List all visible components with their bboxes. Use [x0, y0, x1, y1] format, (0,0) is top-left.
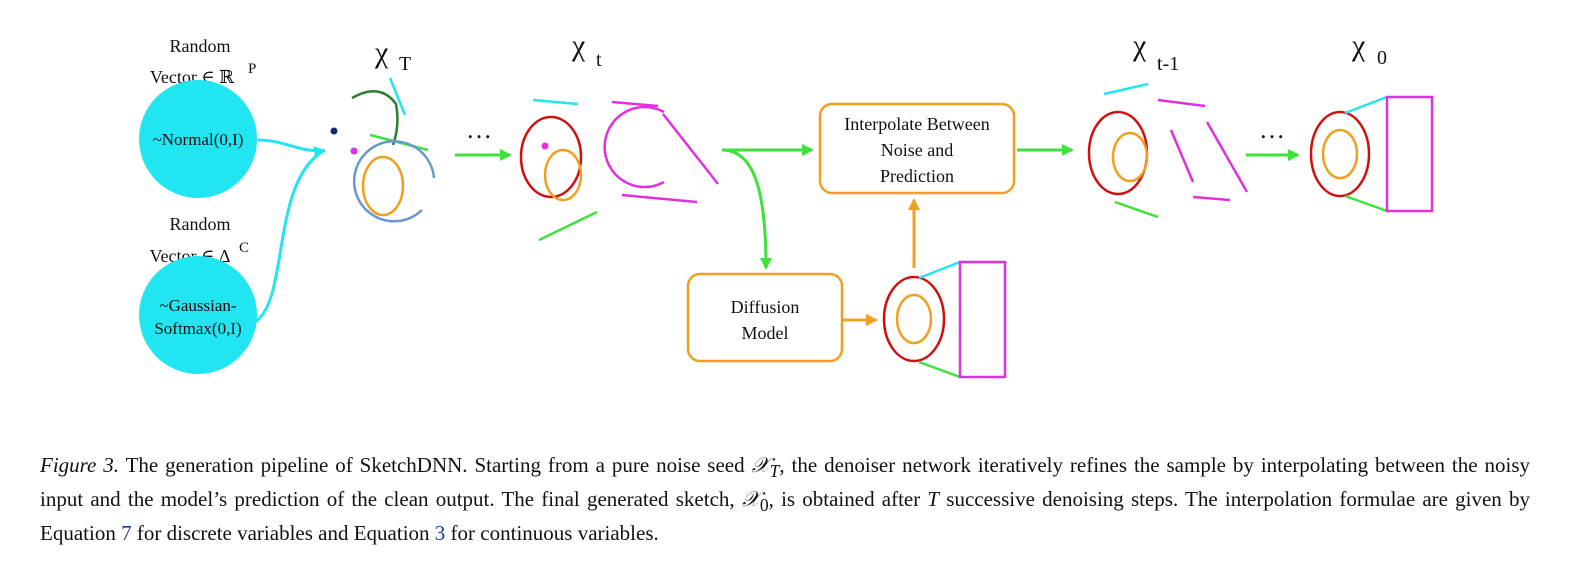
sketch-xt-1-line-magenta-right — [1205, 121, 1249, 193]
sketch-xt-line-green — [538, 210, 598, 242]
caption-part2: , the denoiser network iteratively refin… — [40, 453, 1530, 512]
xt-1-subscript: t-1 — [1157, 53, 1179, 75]
x0-subscript: 0 — [1377, 47, 1387, 69]
sketch-xt-ellipse-orange — [543, 148, 583, 202]
sketch-xT-arc-blue — [352, 140, 436, 223]
sketch-xt-line-magenta-diag — [662, 113, 719, 185]
caption-seed-sub: T — [769, 461, 780, 482]
prediction-rect-magenta — [958, 260, 1007, 379]
step-label-x0: χ 0 — [1351, 29, 1387, 69]
caption-part5: for discrete variables and Equation — [131, 521, 435, 546]
caption-seed-symbol: 𝒳 — [751, 453, 770, 477]
x0-symbol: χ — [1351, 29, 1366, 62]
sketch-xT-arc-dark-green — [351, 90, 399, 146]
gaussian-softmax-text-line2: Softmax(0,I) — [154, 319, 241, 338]
sketch-xt — [519, 98, 719, 242]
input-normal-label-line2: Vector ∈ ℝ — [150, 67, 235, 87]
sketch-xt-point-magenta — [541, 142, 549, 150]
caption-final-sub: 0 — [759, 495, 769, 516]
caption-part3: , is obtained after — [768, 487, 928, 512]
input-normal-label-sup: P — [248, 61, 256, 77]
sketch-xt-1-line-cyan — [1103, 82, 1149, 96]
sketch-x0-rect-magenta — [1385, 95, 1434, 213]
sketch-xT-ellipse-orange — [361, 155, 405, 217]
sketch-xt-ellipse-red — [519, 115, 583, 199]
gaussian-softmax-text-line1: ~Gaussian- — [159, 296, 237, 315]
input-softmax-label-line1: Random — [170, 214, 231, 234]
sketch-xt-1-line-magenta-bottom — [1192, 195, 1231, 202]
normal-noise-circle — [139, 80, 257, 198]
sketch-x0-ellipse-red — [1309, 110, 1371, 198]
equation-7-link[interactable]: 7 — [121, 521, 132, 546]
sketch-xt-1 — [1087, 82, 1249, 219]
sketch-xT-line-cyan — [388, 77, 407, 116]
sketch-xT — [330, 77, 436, 223]
xt-subscript: t — [596, 49, 602, 71]
prediction-line-green — [918, 360, 961, 379]
step-label-xT: χ T — [374, 36, 411, 75]
sketch-xt-line-magenta-top — [611, 100, 659, 108]
interpolate-line1: Interpolate Between — [844, 114, 989, 134]
ellipsis-1: … — [466, 115, 492, 144]
interpolate-box: Interpolate Between Noise and Prediction — [818, 102, 1016, 195]
pipeline-figure: Random Vector ∈ ℝ P ~Normal(0,I) Random … — [139, 29, 1434, 379]
step-label-xt: χ t — [571, 29, 602, 71]
interpolate-line3: Prediction — [880, 166, 954, 186]
input-softmax-label-sup: C — [239, 240, 249, 256]
equation-3-link[interactable]: 3 — [434, 521, 446, 546]
xT-subscript: T — [399, 53, 411, 75]
xt-1-symbol: χ — [1132, 29, 1147, 62]
prediction-ellipse-orange — [895, 293, 933, 345]
prediction-line-cyan — [918, 260, 961, 280]
xt-to-diffusion-arrow — [721, 148, 772, 270]
caption-part6: for continuous variables. — [445, 521, 659, 546]
sketch-xt-1-line-magenta-top — [1157, 98, 1206, 108]
diffusion-line2: Model — [742, 323, 789, 343]
diffusion-line1: Diffusion — [731, 297, 800, 317]
diffusion-model-box: Diffusion Model — [686, 272, 844, 363]
ellipsis-2: … — [1259, 115, 1285, 144]
normal-to-xT-arrow — [257, 138, 324, 157]
xT-symbol: χ — [374, 36, 389, 69]
input-normal: Random Vector ∈ ℝ P ~Normal(0,I) — [139, 36, 257, 198]
input-normal-label-line1: Random — [170, 36, 231, 56]
sketch-x0 — [1309, 95, 1434, 213]
sketch-xt-line-magenta-bottom — [621, 193, 698, 204]
sketch-xt-1-ellipse-orange — [1111, 131, 1149, 183]
gaussian-softmax-circle — [139, 256, 257, 374]
sketch-xt-line-cyan — [532, 98, 579, 106]
sketch-xT-point-magenta — [350, 147, 358, 155]
sketch-prediction — [882, 260, 1007, 379]
normal-noise-text: ~Normal(0,I) — [153, 130, 244, 149]
sketch-xT-point-navy — [330, 127, 338, 135]
interpolate-box-frame — [818, 102, 1016, 195]
sketch-x0-line-cyan — [1344, 95, 1388, 115]
softmax-to-xT-arrow — [254, 148, 326, 324]
step-label-xt-1: χ t-1 — [1132, 29, 1179, 75]
sketch-x0-ellipse-orange — [1321, 128, 1359, 180]
xt-symbol: χ — [571, 29, 586, 62]
sketch-xt-1-line-magenta-left — [1169, 129, 1195, 183]
interpolate-line2: Noise and — [881, 140, 953, 160]
prediction-ellipse-red — [882, 275, 946, 363]
caption-steps-symbol: T — [927, 487, 940, 512]
caption-final-symbol: 𝒳 — [741, 487, 760, 512]
diffusion-box-frame — [686, 272, 844, 363]
sketch-x0-line-green — [1344, 194, 1388, 213]
caption-part4: successive denoising steps. The interpol… — [40, 487, 1530, 546]
input-gaussian-softmax: Random Vector ∈ Δ C ~Gaussian- Softmax(0… — [139, 214, 257, 374]
caption-part1: The generation pipeline of SketchDNN. St… — [119, 453, 752, 477]
sketch-xt-arc-magenta — [603, 105, 665, 189]
sketch-xt-1-line-green — [1114, 200, 1159, 219]
figure-caption: Figure 3. The generation pipeline of Ske… — [40, 451, 1530, 547]
sketch-xt-1-ellipse-red — [1087, 110, 1149, 196]
caption-figure-label: Figure 3. — [40, 453, 120, 477]
